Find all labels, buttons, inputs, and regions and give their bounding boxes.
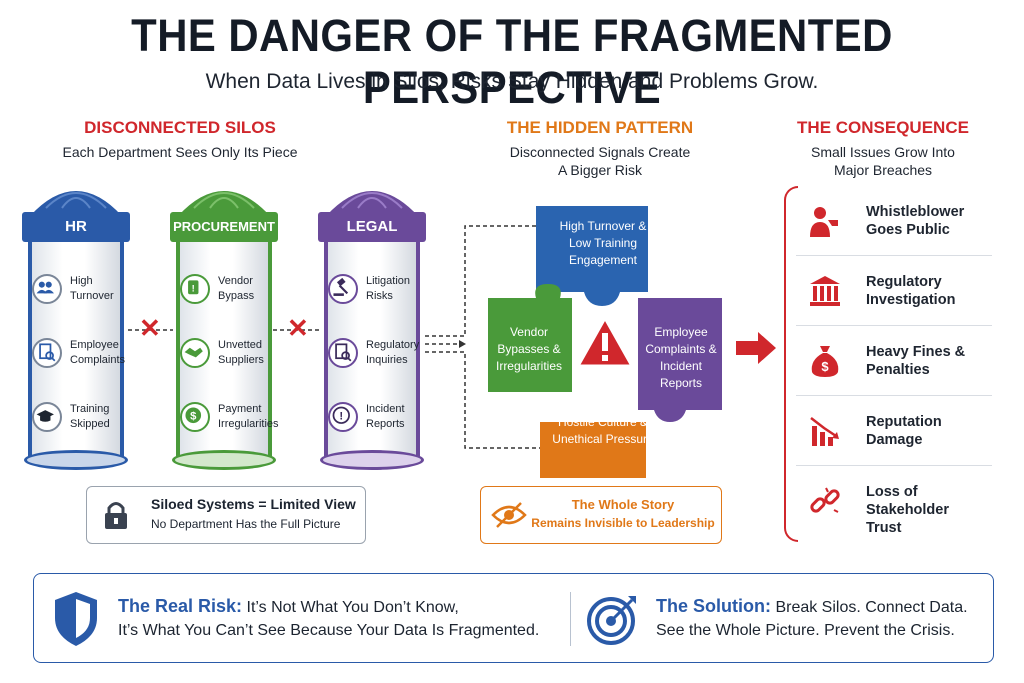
pattern-heading: THE HIDDEN PATTERN xyxy=(506,118,694,137)
pattern-subheading-line1: Disconnected Signals Create xyxy=(509,144,691,160)
list-item: $Payment Irregularities xyxy=(180,396,279,442)
graduation-cap-icon xyxy=(32,402,62,432)
risk-line1: The Real Risk: It’s Not What You Don’t K… xyxy=(118,596,459,616)
puzzle-piece-left xyxy=(488,284,572,392)
list-item: Training Skipped xyxy=(32,396,124,442)
gavel-icon xyxy=(328,274,358,304)
silo-label: HR xyxy=(22,212,130,242)
svg-text:$: $ xyxy=(190,411,197,423)
silo-hr: HR High Turnover Employee Complaints Tra… xyxy=(22,178,130,470)
silo-label: PROCUREMENT xyxy=(170,212,278,242)
target-icon xyxy=(587,596,636,645)
dollar-icon: $ xyxy=(180,402,210,432)
handshake-icon xyxy=(180,338,210,368)
list-item: Litigation Risks xyxy=(328,268,420,314)
silo-label: LEGAL xyxy=(318,212,426,242)
broken-chain-icon xyxy=(810,487,840,513)
risk-line2: It’s What You Can’t See Because Your Dat… xyxy=(118,622,540,639)
silo-legal: LEGAL Litigation Risks Regulatory Inquir… xyxy=(318,178,426,470)
list-item: Employee Complaints xyxy=(32,332,125,378)
puzzle-piece-top xyxy=(536,206,648,306)
list-item: !Vendor Bypass xyxy=(180,268,272,314)
document-search-icon xyxy=(32,338,62,368)
silo-disconnect-lines xyxy=(128,329,320,331)
declining-chart-icon xyxy=(810,417,839,446)
puzzle-label-right: Employee Complaints & Incident Reports xyxy=(645,325,717,390)
page-title: THE DANGER OF THE FRAGMENTED PERSPECTIVE xyxy=(131,10,893,113)
people-icon xyxy=(32,274,62,304)
note-text: Remains Invisible to Leadership xyxy=(531,516,715,530)
solution-line1: The Solution: Break Silos. Connect Data. xyxy=(656,596,968,616)
shield-icon xyxy=(55,592,97,646)
consequence-heading: THE CONSEQUENCE xyxy=(797,118,969,137)
silo-roof xyxy=(178,191,270,216)
puzzle-piece-bottom xyxy=(540,406,646,478)
pattern-heading-group: THE HIDDEN PATTERN Disconnected Signals … xyxy=(480,118,720,179)
footer-banner: The Real Risk: It’s Not What You Don’t K… xyxy=(33,573,994,663)
note-title: The Whole Story xyxy=(571,497,675,512)
consequence-subheading-line1: Small Issues Grow Into xyxy=(811,144,955,160)
document-search-icon xyxy=(328,338,358,368)
consequence-subheading-line2: Major Breaches xyxy=(833,162,933,178)
list-item: Regulatory Inquiries xyxy=(328,332,420,378)
silos-heading-group: DISCONNECTED SILOS Each Department Sees … xyxy=(20,118,340,161)
silos-heading: DISCONNECTED SILOS xyxy=(84,118,276,137)
siloed-systems-note: Siloed Systems = Limited View No Departm… xyxy=(86,486,366,544)
puzzle-label-left: Vendor Bypasses & Irregularities xyxy=(495,325,563,373)
list-item: !Incident Reports xyxy=(328,396,420,442)
whistleblower-icon xyxy=(810,207,838,237)
note-title: Siloed Systems = Limited View xyxy=(151,496,356,512)
alert-icon: ! xyxy=(328,402,358,432)
note-text: No Department Has the Full Picture xyxy=(151,517,341,531)
svg-text:!: ! xyxy=(192,284,195,295)
silo-roof xyxy=(326,191,418,216)
silo-procurement: PROCUREMENT !Vendor Bypass Unvetted Supp… xyxy=(170,178,279,470)
pattern-subheading-line2: A Bigger Risk xyxy=(557,162,643,178)
silos-subheading: Each Department Sees Only Its Piece xyxy=(62,144,298,160)
divider xyxy=(570,592,571,646)
silo-roof xyxy=(30,191,122,216)
list-item: High Turnover xyxy=(32,268,124,314)
consequence-heading-group: THE CONSEQUENCE Small Issues Grow Into M… xyxy=(780,118,986,179)
puzzle-piece-right xyxy=(638,298,722,422)
puzzle-label-bottom: Hostile Culture & Unethical Pressure xyxy=(552,415,654,446)
puzzle-label-top: High Turnover & Low Training Engagement xyxy=(559,219,647,267)
svg-text:$: $ xyxy=(821,359,829,374)
svg-text:!: ! xyxy=(339,411,343,423)
whole-story-note: The Whole Story Remains Invisible to Lea… xyxy=(480,486,722,544)
lock-icon xyxy=(105,502,127,529)
disconnect-x-icon: ✕ xyxy=(287,313,309,343)
list-item: Unvetted Suppliers xyxy=(180,332,272,378)
arrow-right-icon xyxy=(736,332,776,364)
disconnect-x-icon: ✕ xyxy=(139,313,161,343)
puzzle-graphic xyxy=(488,206,722,478)
money-bag-icon: $ xyxy=(811,346,839,377)
solution-line2: See the Whole Picture. Prevent the Crisi… xyxy=(656,622,955,639)
courthouse-icon xyxy=(810,276,840,306)
page-subtitle: When Data Lives in Silos, Risks Stay Hid… xyxy=(205,70,819,93)
list-item: $ Heavy Fines &Penalties xyxy=(796,326,992,396)
warning-icon: ! xyxy=(180,274,210,304)
hidden-eye-icon xyxy=(491,502,527,528)
